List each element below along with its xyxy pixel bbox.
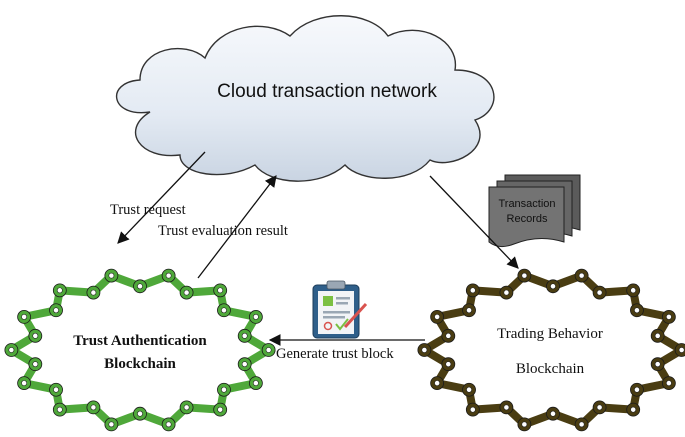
chain-node-hole [21,313,28,320]
chain-node-hole [630,406,637,413]
chain-node-hole [252,380,259,387]
records-label-line2: Records [507,213,548,225]
chain-node-hole [469,406,476,413]
chain-node-hole [108,421,115,428]
records-label-line1: Transaction [498,198,555,210]
records-flow-arrow [429,175,519,269]
blockchain-ring-icon-right [417,268,685,432]
chain-node-hole [265,347,272,353]
cloud-icon [115,15,495,182]
chain-node-hole [183,404,190,411]
left-chain-label-line2: Blockchain [104,356,176,372]
chain-node-hole [665,380,672,387]
generate-block-label: Generate trust block [276,346,394,362]
chain-node-hole [165,421,172,428]
chain-node-hole [503,289,510,296]
chain-node-hole [241,332,248,339]
chain-node-hole [21,380,28,387]
chain-node-hole [634,386,640,393]
chain-node-hole [56,406,63,413]
chain-node-hole [32,332,39,339]
chain-node-hole [108,272,115,279]
chain-node-hole [445,361,452,368]
chain-node-hole [678,347,685,353]
cloud-title: Cloud transaction network [217,81,437,102]
chain-node-hole [503,404,510,411]
chain-node-hole [434,313,441,320]
chain-node-hole [521,272,528,279]
chain-node-hole [165,272,172,279]
right-chain-label-line2: Blockchain [516,361,585,377]
chain-node-hole [550,410,556,417]
chain-node-hole [550,283,556,290]
chain-node-hole [183,289,190,296]
chain-node-hole [654,361,661,368]
document-stack-icon [488,174,581,248]
chain-node-hole [217,406,224,413]
left-chain-label-line1: Trust Authentication [73,333,207,349]
chain-node-hole [217,287,224,294]
chain-node-hole [469,287,476,294]
chain-node-hole [53,386,59,393]
blockchain-ring-icon [4,268,276,432]
chain-node-hole [578,272,585,279]
chain-node-hole [421,347,428,353]
chain-node-hole [466,307,472,314]
clipboard-icon [312,280,368,339]
chain-node-hole [221,307,227,314]
chain-node-hole [137,283,143,290]
chain-node-hole [90,289,97,296]
chain-node-hole [53,307,59,314]
chain-node-hole [665,313,672,320]
trust-request-arrow [117,151,206,244]
chain-node-hole [630,287,637,294]
chain-node-hole [32,361,39,368]
chain-node-hole [596,289,603,296]
chain-node-hole [466,386,472,393]
trust-evaluation-arrow [197,175,277,279]
right-chain-label-line1: Trading Behavior [497,326,603,342]
trust-request-label: Trust request [110,202,186,218]
chain-node-hole [445,332,452,339]
chain-node-hole [521,421,528,428]
chain-node-hole [137,410,143,417]
chain-node-hole [654,332,661,339]
chain-node-hole [634,307,640,314]
chain-node-hole [221,386,227,393]
trust-evaluation-label: Trust evaluation result [158,223,288,239]
chain-node-hole [56,287,63,294]
chain-node-hole [241,361,248,368]
chain-node-hole [434,380,441,387]
chain-node-hole [252,313,259,320]
chain-node-hole [90,404,97,411]
chain-node-hole [578,421,585,428]
chain-node-hole [596,404,603,411]
chain-node-hole [8,347,15,353]
